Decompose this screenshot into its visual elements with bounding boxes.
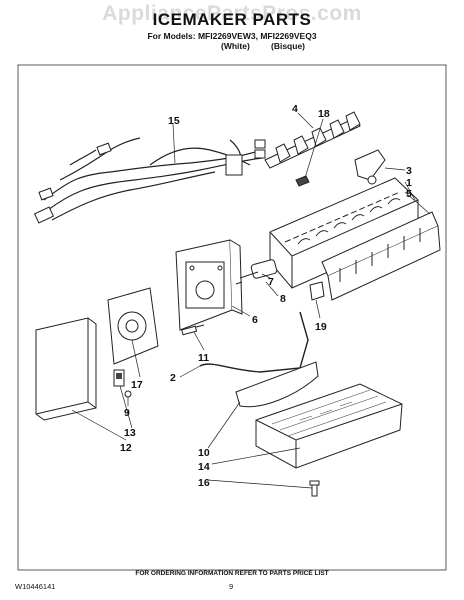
harness-connectors <box>33 139 266 224</box>
callout-17: 17 <box>131 379 143 391</box>
diagram-frame <box>17 64 447 571</box>
switch-toggle <box>116 373 122 379</box>
housing-grid <box>271 389 387 437</box>
variant-bisque-label: (Bisque) <box>271 41 305 51</box>
callout-9: 9 <box>124 407 130 419</box>
ejector-blade-part <box>264 111 361 169</box>
variant-white-label: (White) <box>221 41 250 51</box>
leader-lines <box>71 112 431 489</box>
callout-18: 18 <box>318 108 330 120</box>
callout-15: 15 <box>168 115 180 127</box>
callout-3: 3 <box>406 165 412 177</box>
heater-strip-part <box>321 211 441 301</box>
callout-10: 10 <box>198 447 210 459</box>
callout-1: 1 <box>406 177 412 189</box>
callout-2: 2 <box>170 372 176 384</box>
callout-14: 14 <box>198 461 210 473</box>
bucket-housing-part <box>255 383 403 469</box>
page-number: 9 <box>229 582 234 591</box>
wiring-harness-part <box>43 137 263 221</box>
site-watermark: AppliancePartsPros.com <box>102 2 362 25</box>
fill-cup-screw <box>367 175 377 185</box>
clip-part <box>309 281 325 301</box>
screw-18 <box>295 175 310 187</box>
callout-16: 16 <box>198 477 210 489</box>
fill-cup-part <box>354 149 386 181</box>
callout-19: 19 <box>315 321 327 333</box>
bail-cover-part <box>235 361 319 408</box>
screw-16 <box>309 480 320 497</box>
document-number: W10446141 <box>15 582 56 591</box>
mold-cavities <box>297 198 401 245</box>
callout-12: 12 <box>120 442 132 454</box>
front-cover-part <box>35 317 97 421</box>
callout-13: 13 <box>124 427 136 439</box>
screw-9 <box>124 390 132 398</box>
callout-11: 11 <box>198 352 209 364</box>
callout-5: 5 <box>406 188 412 200</box>
ordering-note: FOR ORDERING INFORMATION REFER TO PARTS … <box>135 570 329 577</box>
callout-6: 6 <box>252 314 258 326</box>
callout-4: 4 <box>292 103 298 115</box>
motor-housing-part <box>175 239 243 331</box>
page-title: ICEMAKER PARTS <box>152 10 312 29</box>
feeler-arm-part <box>199 311 309 373</box>
models-line: For Models: MFI2269VEW3, MFI2269VEQ3 <box>147 31 317 41</box>
callout-8: 8 <box>280 293 286 305</box>
module-plate-part <box>107 287 159 365</box>
screw-11 <box>181 324 205 336</box>
ice-mold-part <box>269 177 419 289</box>
callout-7: 7 <box>268 276 274 288</box>
